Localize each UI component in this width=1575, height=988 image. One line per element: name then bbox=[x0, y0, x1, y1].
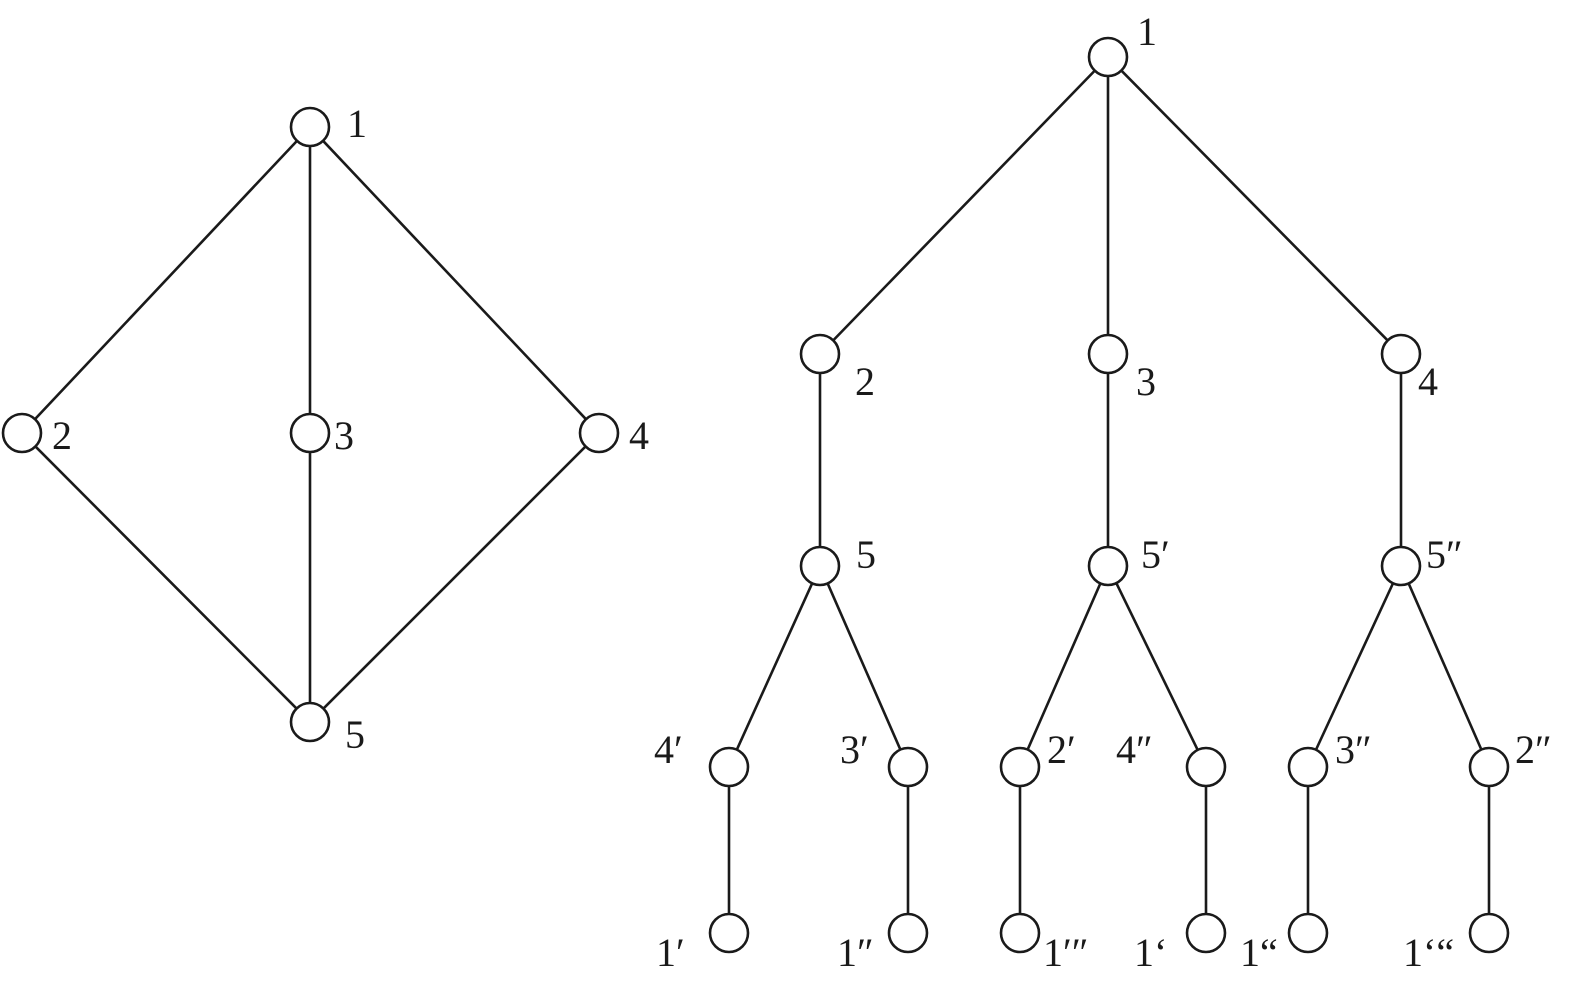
tree-node-label: 2″ bbox=[1515, 727, 1552, 772]
tree-node-circle bbox=[1468, 912, 1510, 954]
tree-node-t2b: 2″ bbox=[1468, 727, 1552, 788]
graph-edge-g1-g4 bbox=[322, 139, 587, 421]
tree-node-label: 2′ bbox=[1047, 727, 1076, 772]
graph-node-g3: 3 bbox=[289, 412, 354, 458]
graph-node-circle bbox=[289, 106, 331, 148]
graph-node-g1: 1 bbox=[289, 101, 367, 148]
tree-node-label: 3″ bbox=[1335, 727, 1372, 772]
tree-node-circle bbox=[799, 545, 841, 587]
tree-node-circle bbox=[1087, 333, 1129, 375]
tree-edge-t5b-t4b bbox=[1115, 582, 1199, 751]
tree-node-circle bbox=[887, 746, 929, 788]
graph-edge-g2-g5 bbox=[34, 445, 298, 710]
graph-node-label: 3 bbox=[334, 413, 354, 458]
tree-node-circle bbox=[708, 746, 750, 788]
tree-node-label: 1“ bbox=[1240, 930, 1278, 975]
tree-node-l6: 1‘“ bbox=[1403, 912, 1510, 975]
graph-node-circle bbox=[578, 412, 620, 454]
graph-node-g5: 5 bbox=[289, 701, 365, 757]
tree-node-circle bbox=[1287, 746, 1329, 788]
tree-edge-t5c-t2b bbox=[1407, 582, 1483, 751]
tree-node-label: 1′ bbox=[656, 930, 685, 975]
tree-edge-t5a-t4a bbox=[735, 582, 814, 751]
graph-node-g4: 4 bbox=[578, 412, 649, 458]
tree-node-t5a: 5 bbox=[799, 532, 876, 587]
graph-node-g2: 2 bbox=[1, 412, 72, 458]
tree-node-label: 4′ bbox=[654, 727, 683, 772]
tree-node-circle bbox=[887, 912, 929, 954]
tree-node-t4: 4 bbox=[1380, 333, 1438, 404]
tree-node-circle bbox=[1185, 746, 1227, 788]
tree-node-t3a: 3′ bbox=[840, 727, 929, 788]
graph-edge-g1-g2 bbox=[34, 139, 298, 421]
tree-node-circle bbox=[1380, 333, 1422, 375]
tree-node-label: 3 bbox=[1136, 359, 1156, 404]
search-tree: 1 2 3 4 5 5′ 5″ 4′ 3′ 2′ 4″ 3″ 2″ 1′ 1″ 1′″ 1‘ 1“ 1‘“ bbox=[654, 9, 1552, 975]
tree-node-t1: 1 bbox=[1087, 9, 1157, 78]
tree-node-circle bbox=[999, 746, 1041, 788]
tree-node-t2a: 2′ bbox=[999, 727, 1076, 788]
graph-node-label: 2 bbox=[52, 413, 72, 458]
tree-node-label: 4″ bbox=[1116, 727, 1153, 772]
tree-node-l3: 1′″ bbox=[999, 912, 1088, 975]
tree-node-label: 5′ bbox=[1141, 532, 1170, 577]
graph-node-circle bbox=[289, 412, 331, 454]
tree-edge-t5b-t2a bbox=[1026, 582, 1102, 751]
tree-node-circle bbox=[1185, 912, 1227, 954]
tree-node-label: 3′ bbox=[840, 727, 869, 772]
tree-node-label: 1‘ bbox=[1134, 930, 1167, 975]
tree-node-t5c: 5″ bbox=[1380, 532, 1463, 587]
tree-node-circle bbox=[1468, 746, 1510, 788]
tree-node-label: 1′″ bbox=[1043, 930, 1088, 975]
tree-node-t3: 3 bbox=[1087, 333, 1156, 404]
tree-node-l5: 1“ bbox=[1240, 912, 1329, 975]
tree-edge-t1-t2 bbox=[832, 69, 1096, 342]
graph-edge-g4-g5 bbox=[322, 445, 587, 710]
tree-node-t4a: 4′ bbox=[654, 727, 750, 788]
tree-node-circle bbox=[1087, 36, 1129, 78]
tree-node-t5b: 5′ bbox=[1087, 532, 1170, 587]
graph-node-circle bbox=[1, 412, 43, 454]
tree-node-label: 1‘“ bbox=[1403, 930, 1454, 975]
tree-node-label: 1 bbox=[1137, 9, 1157, 54]
tree-node-circle bbox=[1287, 912, 1329, 954]
tree-node-l4: 1‘ bbox=[1134, 912, 1227, 975]
tree-edge-t5a-t3a bbox=[826, 582, 902, 751]
original-graph: 1 2 3 4 5 bbox=[1, 101, 649, 757]
tree-node-label: 2 bbox=[855, 359, 875, 404]
tree-node-label: 4 bbox=[1418, 359, 1438, 404]
tree-edge-t1-t4 bbox=[1120, 69, 1389, 342]
tree-node-label: 1″ bbox=[837, 930, 874, 975]
tree-node-t4b: 4″ bbox=[1116, 727, 1227, 788]
graph-node-label: 4 bbox=[629, 413, 649, 458]
tree-node-circle bbox=[1087, 545, 1129, 587]
graph-node-label: 5 bbox=[345, 712, 365, 757]
tree-node-circle bbox=[708, 912, 750, 954]
graph-node-label: 1 bbox=[347, 101, 367, 146]
tree-edge-t5c-t3b bbox=[1314, 582, 1395, 751]
tree-node-label: 5″ bbox=[1426, 532, 1463, 577]
tree-node-t2: 2 bbox=[799, 333, 875, 404]
graph-node-circle bbox=[289, 701, 331, 743]
tree-node-circle bbox=[799, 333, 841, 375]
tree-node-l2: 1″ bbox=[837, 912, 929, 975]
tree-node-circle bbox=[999, 912, 1041, 954]
tree-node-l1: 1′ bbox=[656, 912, 750, 975]
tree-node-circle bbox=[1380, 545, 1422, 587]
tree-node-t3b: 3″ bbox=[1287, 727, 1372, 788]
tree-node-label: 5 bbox=[856, 532, 876, 577]
